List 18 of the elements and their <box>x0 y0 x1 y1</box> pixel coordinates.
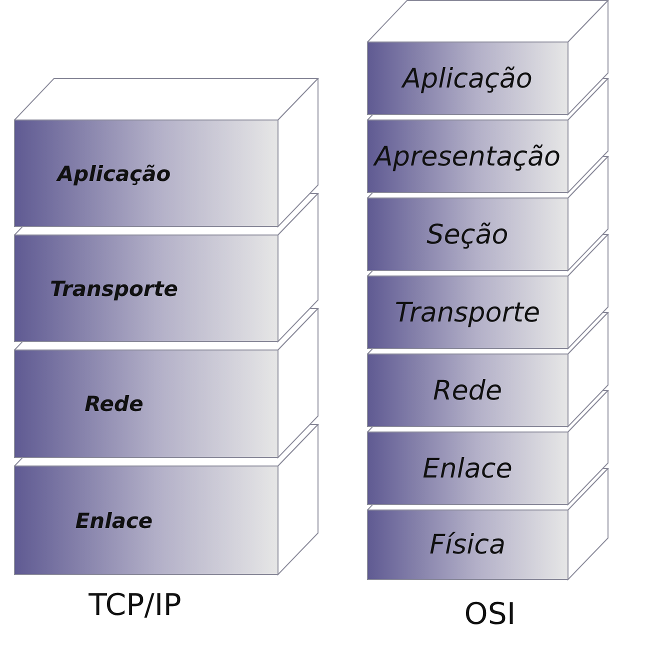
layer-block <box>14 424 319 576</box>
layer-block <box>14 193 319 343</box>
layer-block <box>14 78 319 228</box>
layer-label: Enlace <box>422 453 512 484</box>
layer-label: Aplicação <box>57 162 171 186</box>
stack-caption: OSI <box>464 597 516 632</box>
layer-label: Aplicação <box>402 63 532 94</box>
layer-label: Enlace <box>75 508 153 532</box>
layer-block <box>367 0 609 116</box>
layer-label: Transporte <box>50 276 178 300</box>
layer-label: Seção <box>426 219 508 250</box>
layer-label: Apresentação <box>374 141 561 172</box>
layer-label: Transporte <box>394 297 540 328</box>
layer-label: Rede <box>432 375 502 406</box>
layer-block <box>14 308 319 459</box>
stack-caption: TCP/IP <box>88 588 182 623</box>
layer-label: Rede <box>84 392 144 416</box>
layer-label: Física <box>430 530 506 560</box>
